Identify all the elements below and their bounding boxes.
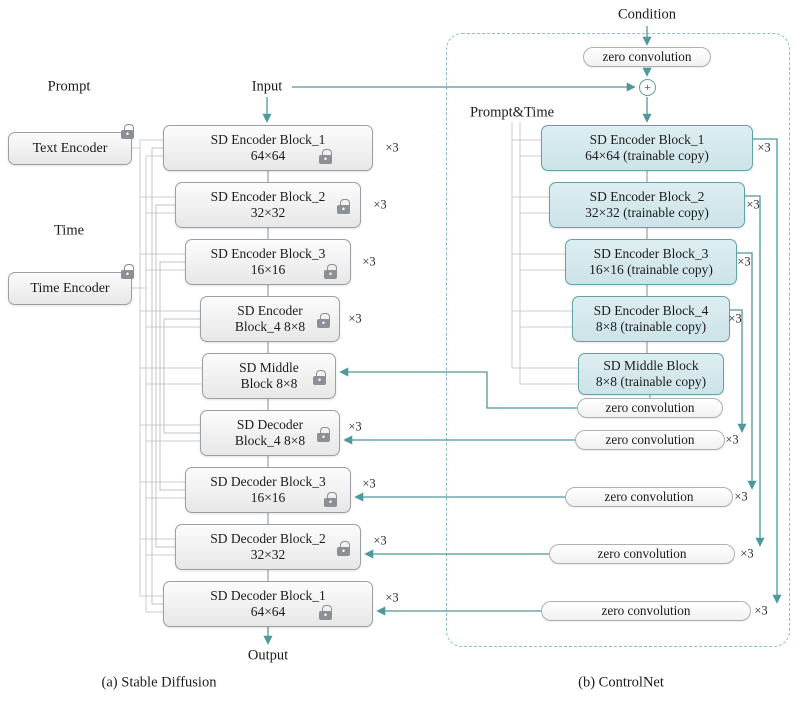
sd-decoder-block-4: SD Decoder Block_4 8×8 (200, 410, 340, 456)
lock-icon (313, 370, 326, 385)
time-label: Time (53, 222, 85, 239)
block-subtitle: 16×16 (250, 490, 286, 505)
block-title: SD Decoder Block_3 (210, 473, 326, 489)
times3-label: ×3 (737, 254, 751, 269)
zero-convolution-condition: zero convolution (583, 47, 711, 67)
times3-label: ×3 (373, 533, 387, 548)
block-subtitle: Block_4 8×8 (234, 433, 306, 448)
block-subtitle: 64×64 (250, 148, 286, 163)
sd-encoder-block-4: SD Encoder Block_4 8×8 (200, 296, 340, 342)
block-title: SD Encoder Block_2 (589, 188, 705, 204)
lock-icon (337, 541, 350, 556)
sd-encoder-block-2: SD Encoder Block_2 32×32 (175, 182, 361, 228)
block-subtitle: 16×16 (trainable copy) (589, 262, 713, 277)
teal-arrows (262, 26, 782, 645)
zero-convolution-decoder-1: zero convolution (541, 601, 751, 621)
block-subtitle: 8×8 (trainable copy) (595, 374, 707, 389)
block-subtitle: 64×64 (trainable copy) (585, 148, 709, 163)
sd-skip-connections (151, 147, 200, 605)
prompt-label: Prompt (47, 78, 91, 95)
block-subtitle: Block 8×8 (240, 376, 298, 391)
block-title: SD Middle Block (603, 357, 699, 373)
lock-icon (319, 149, 332, 164)
time-encoder-label: Time Encoder (30, 280, 110, 296)
times3-label: ×3 (348, 311, 362, 326)
prompt-time-label: Prompt&Time (469, 104, 555, 121)
cn-middle-block: SD Middle Block 8×8 (trainable copy) (578, 353, 724, 395)
sd-decoder-block-2: SD Decoder Block_2 32×32 (175, 524, 361, 570)
block-subtitle: 32×32 (250, 547, 286, 562)
zero-convolution-decoder-3: zero convolution (565, 487, 733, 507)
sd-encoder-block-1: SD Encoder Block_1 64×64 (163, 125, 373, 171)
lock-icon (121, 124, 134, 139)
times3-label: ×3 (734, 489, 748, 504)
times3-label: ×3 (362, 254, 376, 269)
zero-convolution-middle: zero convolution (577, 398, 723, 418)
times3-label: ×3 (373, 197, 387, 212)
zero-convolution-decoder-4: zero convolution (575, 430, 725, 450)
times3-label: ×3 (385, 590, 399, 605)
times3-label: ×3 (754, 603, 768, 618)
condition-label: Condition (617, 6, 677, 23)
block-title: SD Decoder (236, 416, 304, 432)
block-title: SD Decoder Block_2 (210, 530, 326, 546)
block-subtitle: 64×64 (250, 604, 286, 619)
times3-label: ×3 (728, 311, 742, 326)
block-subtitle: 8×8 (trainable copy) (595, 319, 707, 334)
lock-icon (317, 427, 330, 442)
block-title: SD Encoder Block_3 (210, 245, 326, 261)
times3-label: ×3 (757, 140, 771, 155)
block-title: SD Encoder Block_3 (593, 245, 709, 261)
block-title: SD Encoder Block_4 (593, 302, 709, 318)
sd-decoder-block-1: SD Decoder Block_1 64×64 (163, 581, 373, 627)
times3-label: ×3 (740, 546, 754, 561)
lock-icon (337, 199, 350, 214)
add-node: + (639, 79, 656, 96)
lock-icon (121, 264, 134, 279)
controlnet-container (446, 33, 790, 647)
controlnet-conditioning-lines (511, 122, 578, 385)
block-subtitle: 32×32 (250, 205, 286, 220)
block-stack-connectors (267, 171, 651, 581)
block-title: SD Encoder (237, 302, 303, 318)
block-title: SD Encoder Block_1 (589, 131, 705, 147)
lock-icon (317, 313, 330, 328)
block-title: SD Encoder Block_1 (210, 131, 326, 147)
caption-stable-diffusion: (a) Stable Diffusion (101, 674, 217, 691)
lock-icon (324, 492, 337, 507)
cn-encoder-block-3: SD Encoder Block_3 16×16 (trainable copy… (565, 239, 737, 285)
block-title: SD Decoder Block_1 (210, 587, 326, 603)
caption-controlnet: (b) ControlNet (578, 674, 664, 691)
block-subtitle: Block_4 8×8 (234, 319, 306, 334)
output-label: Output (247, 647, 289, 664)
times3-label: ×3 (348, 419, 362, 434)
block-title: SD Encoder Block_2 (210, 188, 326, 204)
lock-icon (319, 605, 332, 620)
input-label: Input (251, 78, 283, 95)
cn-encoder-block-4: SD Encoder Block_4 8×8 (trainable copy) (572, 296, 730, 342)
block-subtitle: 16×16 (250, 262, 286, 277)
sd-decoder-block-3: SD Decoder Block_3 16×16 (185, 467, 351, 513)
times3-label: ×3 (362, 476, 376, 491)
sd-middle-block: SD Middle Block 8×8 (202, 353, 336, 399)
block-subtitle: 32×32 (trainable copy) (585, 205, 709, 220)
times3-label: ×3 (385, 140, 399, 155)
zero-convolution-decoder-2: zero convolution (549, 544, 735, 564)
block-title: SD Middle (239, 359, 299, 375)
sd-encoder-block-3: SD Encoder Block_3 16×16 (185, 239, 351, 285)
times3-label: ×3 (746, 197, 760, 212)
cn-encoder-block-1: SD Encoder Block_1 64×64 (trainable copy… (541, 125, 753, 171)
lock-icon (324, 264, 337, 279)
times3-label: ×3 (725, 432, 739, 447)
time-encoder-block: Time Encoder (8, 264, 134, 305)
text-encoder-label: Text Encoder (32, 140, 108, 156)
cn-encoder-block-2: SD Encoder Block_2 32×32 (trainable copy… (549, 182, 745, 228)
text-encoder-block: Text Encoder (8, 124, 134, 165)
